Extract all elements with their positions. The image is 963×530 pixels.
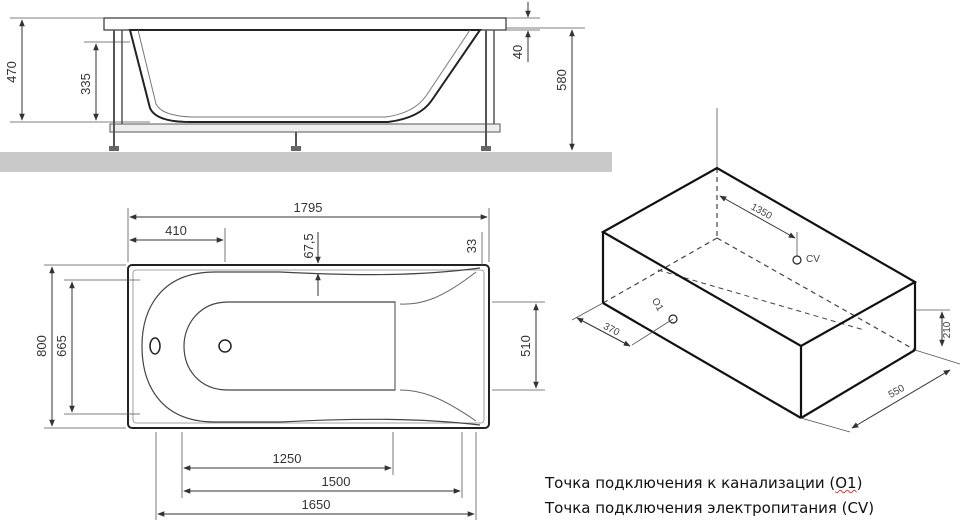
- legend-drain: Точка подключения к канализации (O1): [545, 474, 862, 492]
- drain-hole: [218, 339, 232, 353]
- side-view: 470 335 40 580: [0, 2, 612, 172]
- dim-800: 800: [34, 335, 49, 357]
- dim-210: 210: [942, 321, 953, 338]
- dim-665: 665: [54, 335, 69, 357]
- basin-outer: [141, 267, 481, 426]
- floor: [0, 152, 612, 172]
- dim-1795: 1795: [294, 200, 323, 215]
- cv-point: [792, 255, 802, 265]
- dim-1500: 1500: [322, 474, 351, 489]
- dim-510: 510: [518, 335, 533, 357]
- box-top: [600, 166, 918, 348]
- dim-580: 580: [554, 69, 569, 91]
- dim-335: 335: [78, 73, 93, 95]
- o1-label: O1: [649, 296, 665, 313]
- iso-view: 1350 CV O1 370 550 210: [571, 108, 961, 433]
- legend-drain-prefix: Точка подключения к канализации (: [545, 474, 836, 492]
- tub-outline: [127, 264, 490, 429]
- legend-power: Точка подключения электропитания (CV): [545, 499, 875, 517]
- dim-410: 410: [165, 223, 187, 238]
- dim-370: 370: [601, 321, 621, 339]
- cv-label: CV: [806, 254, 820, 265]
- dim-33: 33: [464, 239, 479, 253]
- dim-1650: 1650: [302, 497, 331, 512]
- tub-body: [128, 29, 482, 123]
- basin-inner: [183, 301, 396, 391]
- overflow-hole: [149, 337, 161, 355]
- dim-470: 470: [4, 61, 19, 83]
- dim-40: 40: [510, 45, 525, 59]
- tub-inner-line: [137, 29, 471, 118]
- legend-drain-code: O1: [835, 474, 857, 492]
- tub-rim: [103, 17, 507, 31]
- dim-67-5: 67,5: [301, 233, 316, 258]
- dim-550: 550: [887, 383, 907, 401]
- dim-1250: 1250: [273, 451, 302, 466]
- frame-bar: [109, 123, 501, 133]
- top-view: 1795 410 67,5 33 800 665 510 1250: [34, 200, 545, 520]
- legend-drain-suffix: ): [856, 474, 863, 492]
